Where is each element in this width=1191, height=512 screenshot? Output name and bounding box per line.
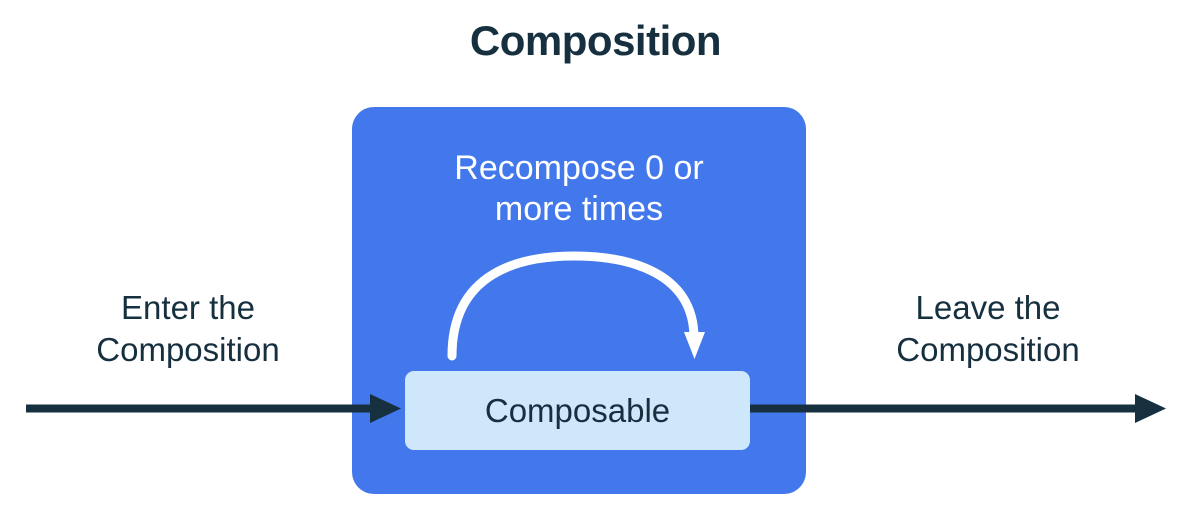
composable-box xyxy=(405,371,750,450)
enter-composition-label-line-1: Enter the xyxy=(121,289,255,326)
recompose-caption-line-1: Recompose 0 or xyxy=(454,149,704,187)
enter-arrow-icon xyxy=(26,394,401,423)
enter-composition-label: Enter the Composition xyxy=(36,287,340,371)
recompose-caption-line-2: more times xyxy=(494,190,664,229)
page-title: Composition xyxy=(469,17,722,64)
leave-composition-label: Leave the Composition xyxy=(818,287,1158,371)
enter-composition-label-line-2: Composition xyxy=(96,330,280,368)
composable-label: Composable xyxy=(484,391,671,429)
leave-composition-label-line-1: Leave the xyxy=(915,289,1061,326)
leave-arrow-icon xyxy=(750,394,1166,423)
recompose-caption: Recompose 0 or more times xyxy=(352,148,806,231)
leave-composition-label-line-2: Composition xyxy=(896,330,1080,368)
